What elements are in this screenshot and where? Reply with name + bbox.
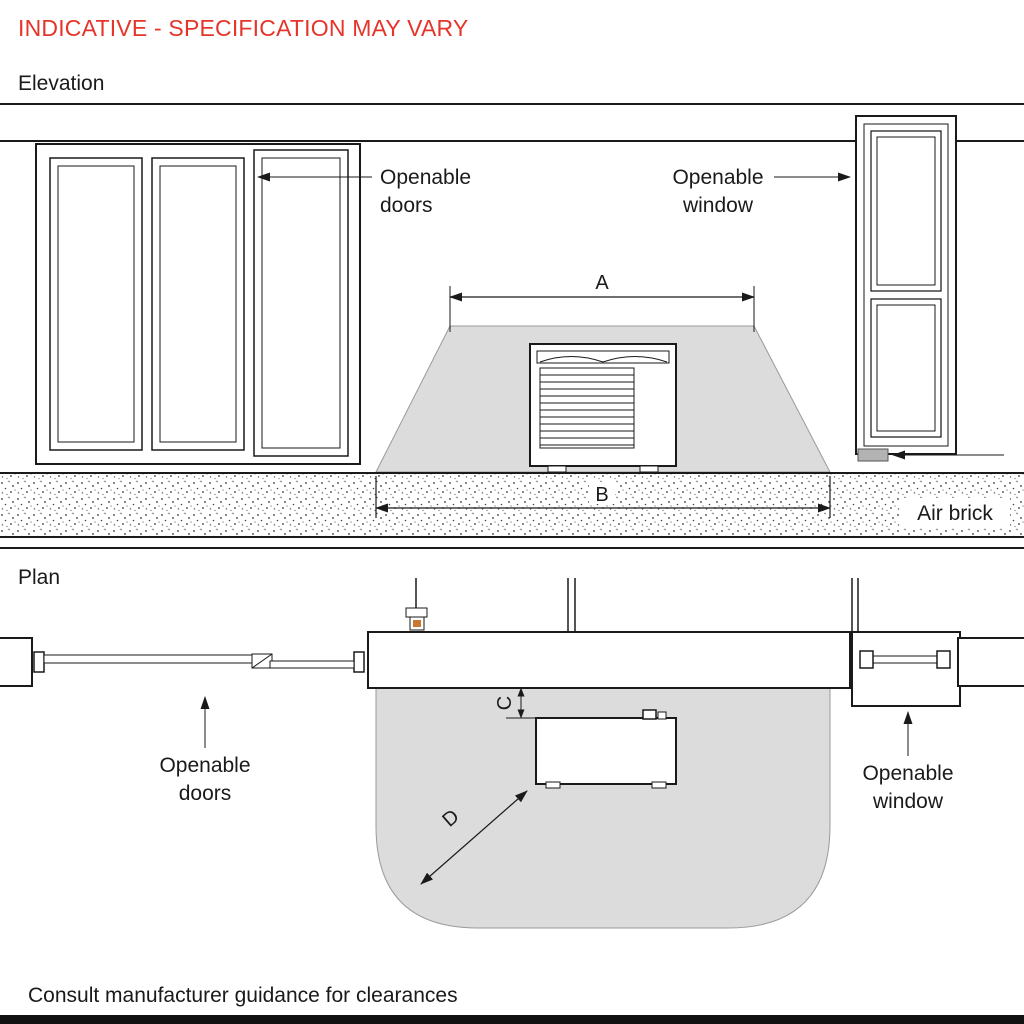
air-brick-callout: Air brick bbox=[892, 450, 1010, 528]
plan-wall-right-stub bbox=[957, 637, 1024, 687]
plan-openable-window bbox=[859, 650, 951, 669]
plan-upper-walls bbox=[405, 578, 859, 632]
air-brick bbox=[857, 448, 889, 462]
pipe-connection bbox=[657, 711, 667, 720]
warning-text: INDICATIVE - SPECIFICATION MAY VARY bbox=[18, 15, 468, 41]
dimension-b: B bbox=[375, 476, 831, 518]
plan-window-bay bbox=[851, 631, 961, 707]
plan-wall-centre bbox=[367, 631, 851, 689]
dim-a-label: A bbox=[595, 272, 609, 294]
unit-foot bbox=[547, 465, 567, 473]
dim-b-label: B bbox=[595, 484, 608, 506]
plan-window-callout: Openable window bbox=[862, 711, 954, 813]
elevation-window-label-line1: Openable bbox=[672, 166, 763, 189]
plan-wall bbox=[0, 631, 1024, 707]
plan-doors-label-line2: doors bbox=[179, 782, 232, 805]
elevation-openable-window bbox=[855, 115, 957, 455]
elevation-window-callout: Openable window bbox=[672, 166, 851, 217]
unit-foot bbox=[545, 781, 561, 789]
plan-window-label-line2: window bbox=[872, 790, 944, 813]
unit-foot bbox=[639, 465, 659, 473]
air-brick-label: Air brick bbox=[917, 502, 993, 525]
elevation-doors-label-line1: Openable bbox=[380, 166, 471, 189]
dimension-a: A bbox=[449, 272, 755, 332]
plan-window-label-line1: Openable bbox=[862, 762, 953, 785]
heat-pump-elevation bbox=[529, 343, 677, 473]
heat-pump-plan bbox=[535, 709, 677, 789]
dim-b-label-mask bbox=[589, 482, 615, 504]
plan-doors-label-line1: Openable bbox=[159, 754, 250, 777]
pipe-connection bbox=[642, 709, 657, 720]
plan-doors-callout: Openable doors bbox=[159, 696, 251, 805]
dimension-c: C bbox=[494, 687, 536, 719]
pipe-fitting bbox=[413, 620, 421, 627]
plan-openable-doors bbox=[33, 651, 365, 673]
footer-note: Consult manufacturer guidance for cleara… bbox=[28, 984, 458, 1007]
elevation-doors-callout: Openable doors bbox=[257, 166, 471, 217]
plan-section-label: Plan bbox=[18, 566, 60, 589]
bottom-bar bbox=[0, 1015, 1024, 1024]
plan-wall-left-stub bbox=[0, 637, 33, 687]
fan-louvres bbox=[540, 374, 634, 446]
unit-foot bbox=[651, 781, 667, 789]
ground-hatch bbox=[0, 472, 1024, 538]
air-brick-label-mask bbox=[900, 498, 1010, 528]
elevation-doors-label-line2: doors bbox=[380, 194, 433, 217]
elevation-section-label: Elevation bbox=[18, 72, 104, 95]
elevation-openable-doors bbox=[35, 143, 361, 465]
dim-c-label: C bbox=[494, 696, 516, 710]
elevation-window-label-line2: window bbox=[682, 194, 754, 217]
